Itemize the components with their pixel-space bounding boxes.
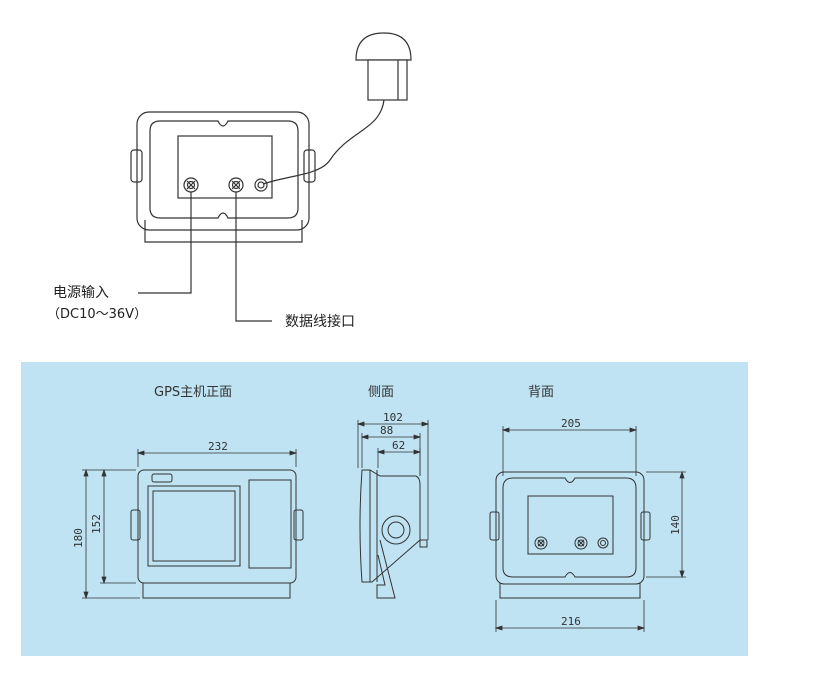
back-power-connector bbox=[534, 536, 548, 550]
side-dimensions bbox=[356, 420, 430, 540]
dim-back-height: 140 bbox=[669, 515, 682, 535]
side-body bbox=[359, 469, 371, 583]
side-connector bbox=[419, 539, 428, 548]
rear-plate bbox=[177, 135, 273, 199]
front-housing bbox=[137, 469, 297, 584]
side-knob bbox=[381, 515, 411, 545]
dim-side-62: 62 bbox=[392, 439, 405, 452]
mount-bracket bbox=[144, 220, 303, 243]
dim-side-102: 102 bbox=[383, 411, 403, 424]
side-back-shell bbox=[369, 469, 421, 583]
front-view bbox=[130, 469, 304, 599]
front-right-knob bbox=[293, 509, 304, 541]
back-data-connector bbox=[574, 536, 588, 550]
back-left-knob bbox=[489, 511, 500, 541]
dimension-panel bbox=[21, 362, 748, 656]
back-plate bbox=[527, 495, 614, 555]
side-view bbox=[359, 469, 428, 599]
antenna-connector bbox=[254, 178, 268, 192]
back-housing bbox=[495, 471, 645, 585]
side-knob-inner bbox=[387, 521, 405, 539]
power-range-label: （DC10～36V） bbox=[47, 307, 147, 322]
back-antenna-connector bbox=[597, 537, 609, 549]
front-dimensions bbox=[82, 449, 298, 600]
dim-front-width: 232 bbox=[208, 440, 228, 453]
back-inner-frame bbox=[502, 477, 637, 578]
dim-front-height-outer: 180 bbox=[72, 528, 85, 548]
dim-front-height-inner: 152 bbox=[90, 514, 103, 534]
power-leader-line bbox=[138, 192, 192, 294]
front-keypad bbox=[248, 479, 292, 569]
housing-outer bbox=[136, 111, 310, 231]
power-input-label: 电源输入 bbox=[53, 285, 109, 301]
dim-back-width-bottom: 216 bbox=[561, 615, 581, 628]
data-port-label: 数据线接口 bbox=[285, 313, 355, 330]
side-bracket bbox=[376, 539, 396, 599]
side-view-title: 侧面 bbox=[368, 385, 394, 400]
back-dimensions bbox=[494, 426, 686, 632]
data-connector bbox=[228, 177, 244, 193]
data-leader-line bbox=[235, 192, 272, 322]
back-view-title: 背面 bbox=[528, 385, 554, 400]
front-screen bbox=[152, 490, 236, 562]
housing-inner-frame bbox=[149, 120, 299, 219]
back-right-knob bbox=[640, 511, 651, 541]
front-logo bbox=[151, 473, 173, 483]
front-screen-bezel bbox=[147, 485, 241, 567]
power-connector bbox=[183, 177, 199, 193]
gps-antenna bbox=[355, 32, 412, 101]
top-back-view bbox=[130, 32, 412, 322]
front-view-title: GPS主机正面 bbox=[154, 385, 232, 400]
dim-back-width-top: 205 bbox=[561, 417, 581, 430]
back-bracket bbox=[499, 583, 641, 599]
antenna-cable bbox=[262, 99, 385, 185]
front-bracket bbox=[142, 583, 291, 599]
dim-side-88: 88 bbox=[380, 424, 393, 437]
back-view bbox=[489, 471, 651, 599]
front-left-knob bbox=[130, 509, 141, 541]
